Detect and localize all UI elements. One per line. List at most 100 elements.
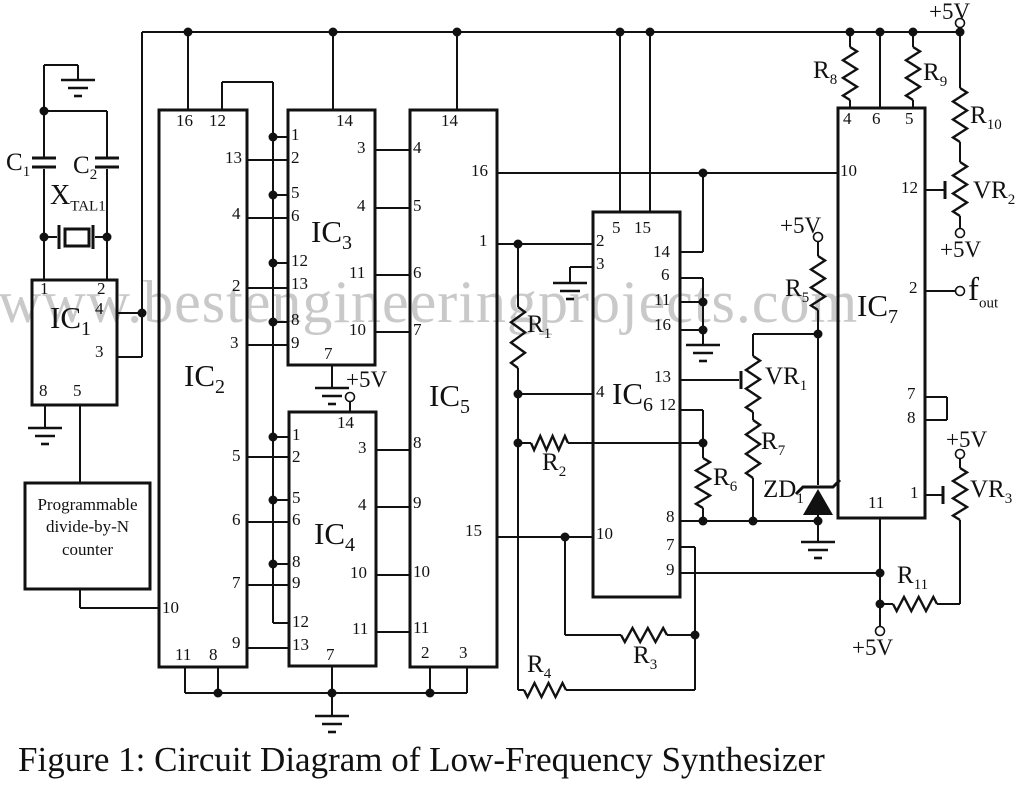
- component-label-fout: fout: [968, 272, 999, 312]
- pin-label: 13: [225, 148, 242, 167]
- junction-dot: [645, 27, 655, 37]
- terminal-circle: [954, 17, 966, 29]
- resistor-R11: [891, 594, 939, 614]
- pin-label: 4: [843, 109, 852, 128]
- terminal-circle: [954, 448, 966, 460]
- junction-dot: [268, 317, 278, 327]
- pin-label: 9: [413, 493, 422, 512]
- junction-dot: [213, 688, 223, 698]
- resistor-VR2: [950, 160, 970, 218]
- pin-label: 15: [634, 218, 651, 237]
- component-label-VR3: VR3: [970, 476, 1013, 507]
- component-label-ZD1: ZD1: [763, 476, 804, 507]
- pin-label: 12: [901, 178, 918, 197]
- pin-label: 13: [292, 635, 309, 654]
- pin-label: 11: [868, 493, 885, 512]
- pin-label: 6: [292, 510, 301, 529]
- component-label-C1: C1: [6, 149, 31, 180]
- pin-label: 4: [232, 204, 241, 223]
- zener-diode-ZD1: [794, 478, 842, 496]
- pin-label: 11: [413, 618, 430, 637]
- junction-dot: [845, 27, 855, 37]
- component-label-XTAL1: XTAL1: [50, 180, 106, 215]
- ic-box-IC5: [408, 108, 499, 669]
- pin-label: 1: [910, 483, 919, 502]
- counter-line-2: divide-by-N: [45, 517, 130, 537]
- pin-label: 8: [666, 507, 675, 526]
- junction-dot: [183, 27, 193, 37]
- component-label-R5: R5: [785, 275, 810, 306]
- ic-box-IC2: [157, 108, 249, 669]
- pin-label: 12: [659, 395, 676, 414]
- pin-label: 1: [291, 125, 300, 144]
- pin-label: 16: [471, 161, 488, 180]
- component-label-R1: R1: [527, 311, 552, 342]
- counter-box-text: Programmable divide-by-N counter: [25, 494, 150, 561]
- power-label: +5V: [946, 427, 988, 452]
- power-label: +5V: [346, 367, 388, 392]
- pin-label: 4: [357, 196, 366, 215]
- pin-label: 7: [232, 573, 241, 592]
- pin-label: 8: [907, 408, 916, 427]
- junction-dot: [268, 432, 278, 442]
- ic-box-IC1: [30, 278, 119, 407]
- component-label-R8: R8: [813, 57, 838, 88]
- junction-dot: [137, 308, 147, 318]
- resistor-VR1: [743, 355, 763, 413]
- ic-label-IC2: IC2: [184, 358, 225, 399]
- pin-label: 11: [175, 645, 192, 664]
- power-label: +5V: [852, 635, 894, 660]
- power-label: +5V: [929, 0, 971, 24]
- pin-label: 8: [292, 552, 301, 571]
- junction-dot: [513, 239, 523, 249]
- counter-line-3: counter: [62, 539, 113, 559]
- junction-dot: [955, 27, 965, 37]
- pin-label: 4: [596, 382, 605, 401]
- component-label-R10: R10: [970, 102, 1002, 133]
- resistor-R7: [743, 419, 763, 479]
- junction-dot: [513, 438, 523, 448]
- pin-label: 7: [907, 384, 916, 403]
- pin-label: 9: [292, 573, 301, 592]
- junction-dot: [268, 559, 278, 569]
- pin-label: 12: [209, 111, 226, 130]
- pin-label: 1: [292, 425, 301, 444]
- junction-dot: [908, 27, 918, 37]
- ic-label-IC4: IC4: [314, 516, 355, 557]
- junction-dot: [875, 27, 885, 37]
- pin-label: 4: [413, 138, 422, 157]
- component-label-VR1: VR1: [765, 363, 808, 394]
- counter-box: [23, 481, 152, 591]
- pin-label: 1: [479, 231, 488, 250]
- pin-label: 14: [336, 111, 353, 130]
- pin-label: 7: [413, 320, 422, 339]
- junction-dot: [748, 516, 758, 526]
- component-label-R2: R2: [542, 449, 567, 480]
- junction-dot: [102, 232, 112, 242]
- ic-box-IC6: [591, 210, 682, 599]
- pin-label: 5: [232, 446, 241, 465]
- resistor-R1: [508, 306, 528, 369]
- pin-label: 11: [352, 619, 369, 638]
- pin-label: 11: [654, 290, 671, 309]
- ic-label-IC7: IC7: [857, 288, 898, 329]
- pin-label: 6: [291, 206, 300, 225]
- junction-dot: [560, 532, 570, 542]
- junction-dot: [268, 190, 278, 200]
- resistor-R9: [903, 45, 923, 102]
- counter-line-1: Programmable: [37, 495, 138, 514]
- pin-label: 8: [39, 381, 48, 400]
- pin-label: 8: [209, 645, 218, 664]
- terminal-circle: [954, 227, 966, 239]
- pin-label: 16: [176, 111, 193, 130]
- junction-dot: [513, 389, 523, 399]
- pin-label: 10: [840, 161, 857, 180]
- component-label-R6: R6: [713, 464, 738, 495]
- ic-label-IC3: IC3: [311, 214, 352, 255]
- zener-diode-ZD1: [803, 489, 833, 515]
- pin-label: 4: [95, 299, 104, 318]
- pin-label: 9: [666, 560, 675, 579]
- pin-label: 7: [326, 645, 335, 664]
- pin-label: 12: [292, 612, 309, 631]
